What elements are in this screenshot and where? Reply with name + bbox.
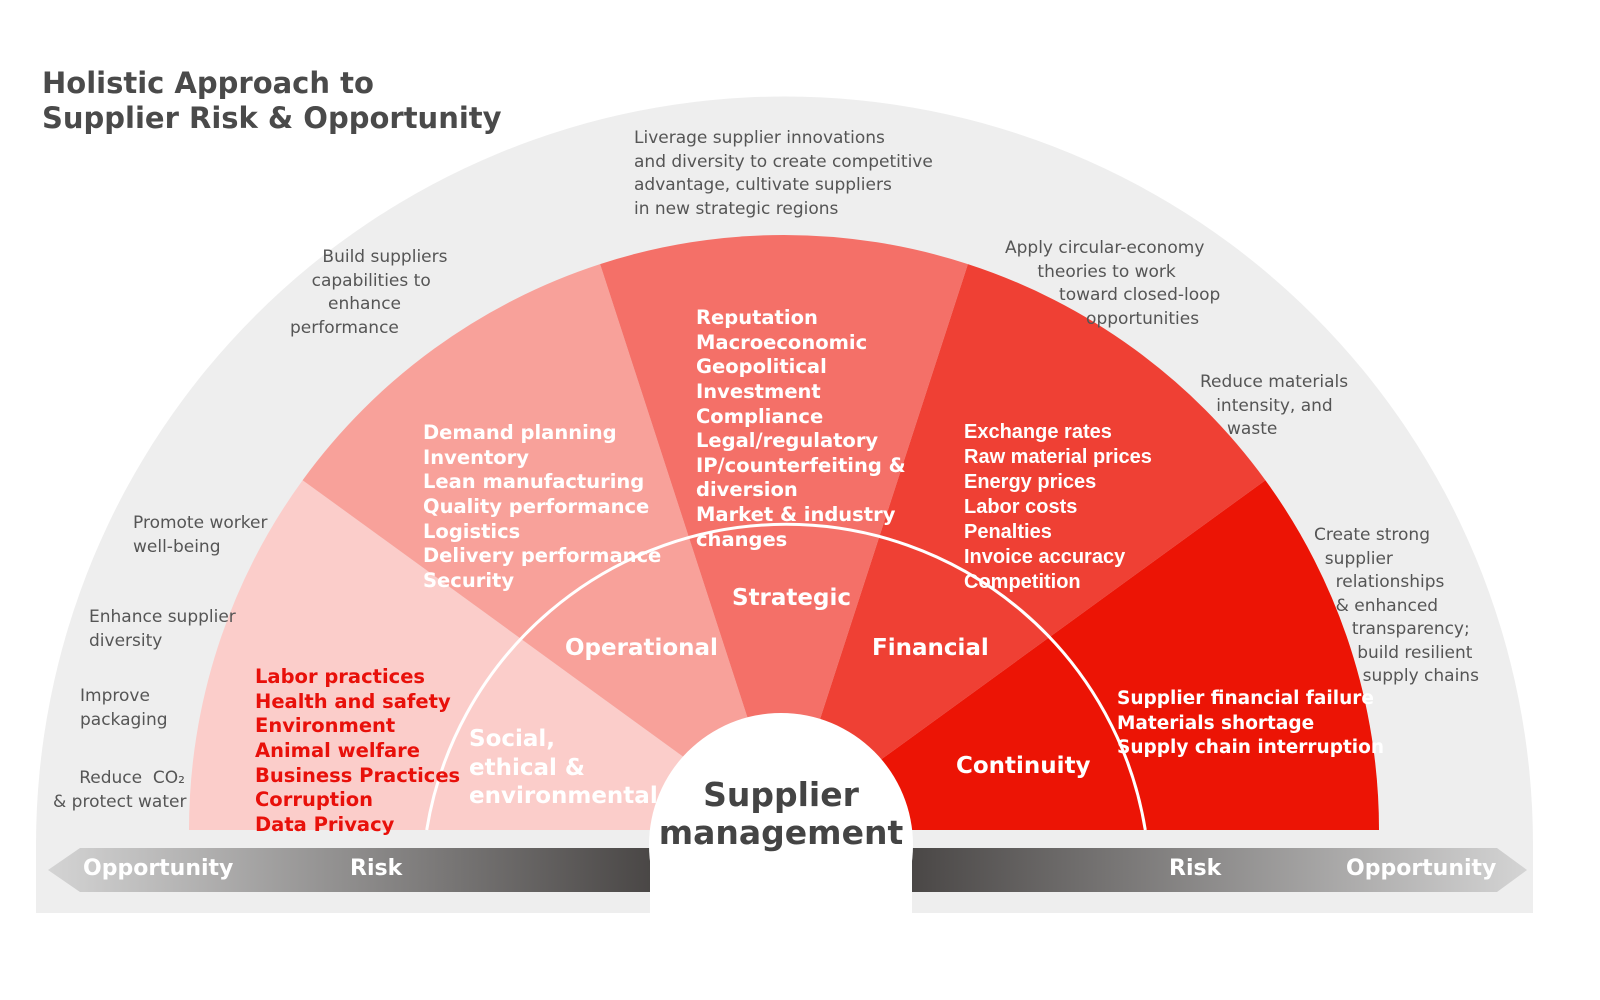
right-opportunity-label: Opportunity — [1346, 856, 1497, 881]
right-arrow — [912, 848, 1527, 892]
sector-financial — [784, 264, 1266, 831]
sector-social — [188, 480, 784, 830]
left-arrow — [48, 848, 650, 892]
sector-continuity — [784, 480, 1379, 830]
opportunity-circular: Apply circular-economy theories to work … — [1005, 238, 1221, 329]
opportunity-materials: Reduce materials intensity, and waste — [1200, 372, 1349, 439]
inner-arc — [425, 522, 1147, 831]
category-continuity: Continuity — [956, 753, 1091, 779]
left-risk-label: Risk — [350, 856, 403, 881]
category-strategic: Strategic — [732, 585, 851, 611]
left-opportunity-label: Opportunity — [83, 856, 234, 881]
category-financial: Financial — [872, 635, 989, 661]
sector-operational — [302, 264, 784, 831]
category-operational: Operational — [565, 635, 718, 661]
opportunity-relationships: Create strong supplier relationships & e… — [1314, 525, 1479, 686]
sector-strategic — [600, 234, 968, 831]
right-risk-label: Risk — [1169, 856, 1222, 881]
center-base — [650, 830, 912, 920]
opportunity-co2: Reduce CO₂& protect water — [53, 768, 187, 812]
category-social: Social,ethical &environmental — [469, 726, 658, 809]
